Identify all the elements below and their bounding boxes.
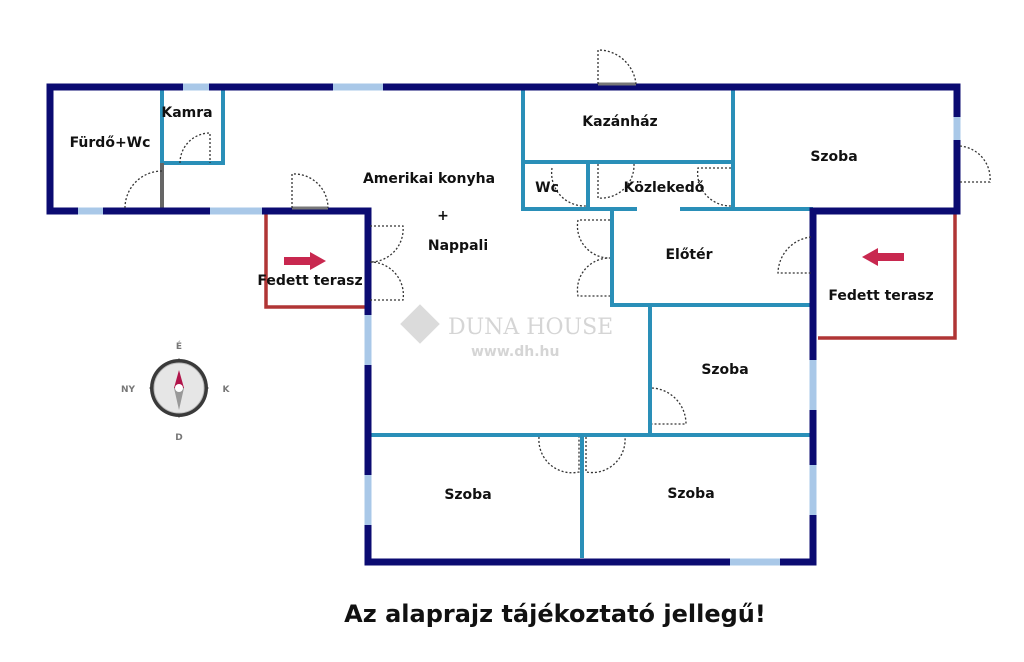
disclaimer-note: Az alaprajz tájékoztató jellegű! (344, 600, 766, 628)
watermark-brand: DUNA HOUSE (448, 315, 613, 340)
room-label-kamra: Kamra (161, 105, 212, 121)
compass-south: D (175, 433, 182, 443)
entry-arrow-left (284, 252, 326, 270)
compass-west: NY (121, 385, 136, 395)
watermark-url: www.dh.hu (471, 344, 559, 360)
room-label-nappali: Nappali (428, 238, 488, 254)
compass-north: É (176, 340, 182, 352)
room-label-szoba-sw: Szoba (444, 487, 491, 503)
windows (78, 83, 961, 566)
room-label-furdo: Fürdő+Wc (70, 135, 151, 151)
room-label-szoba-ne: Szoba (810, 149, 857, 165)
duna-house-logo (400, 304, 440, 344)
doors (124, 49, 991, 474)
entry-arrow-right (862, 248, 904, 266)
room-label-terasz-right: Fedett terasz (828, 288, 933, 304)
room-label-wc: Wc (535, 180, 559, 196)
watermark: DUNA HOUSE www.dh.hu (400, 304, 613, 360)
room-label-szoba-se: Szoba (667, 486, 714, 502)
interior-walls (160, 87, 813, 558)
room-label-terasz-left: Fedett terasz (257, 273, 362, 289)
room-label-kozlekedo: Közlekedő (624, 180, 705, 196)
compass-icon: É D K NY (121, 340, 231, 443)
compass-east: K (223, 385, 231, 395)
room-label-kazanhaz: Kazánház (582, 114, 657, 130)
room-label-plus: + (437, 208, 449, 224)
room-label-szoba-mid: Szoba (701, 362, 748, 378)
room-label-konyha: Amerikai konyha (363, 171, 495, 187)
room-label-eloter: Előtér (665, 247, 712, 263)
